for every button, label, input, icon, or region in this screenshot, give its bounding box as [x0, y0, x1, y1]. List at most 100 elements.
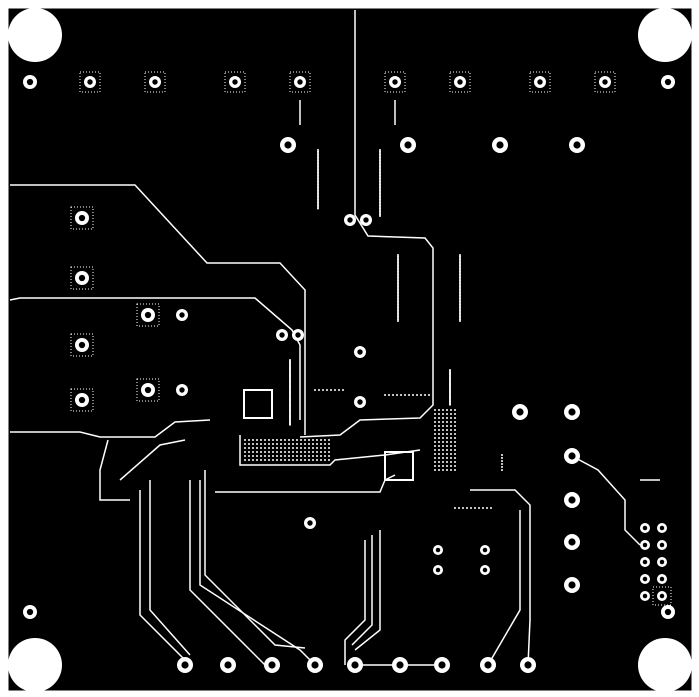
- pad-hole: [537, 79, 543, 85]
- pad-hole: [396, 661, 404, 669]
- via: [450, 421, 452, 423]
- pads: [23, 71, 675, 673]
- via: [264, 439, 266, 441]
- via: [248, 451, 250, 453]
- via: [397, 285, 399, 288]
- via: [454, 469, 456, 471]
- via: [320, 459, 322, 461]
- via: [304, 447, 306, 449]
- via: [379, 198, 381, 201]
- via: [397, 276, 399, 279]
- via: [450, 425, 452, 427]
- via: [317, 164, 319, 166]
- via: [454, 433, 456, 435]
- pad-hole: [144, 311, 152, 319]
- pad-hole: [642, 542, 648, 548]
- via: [466, 507, 468, 509]
- via: [317, 153, 319, 156]
- via: [450, 413, 452, 415]
- via: [397, 305, 399, 307]
- pad-hole: [144, 386, 152, 394]
- via: [268, 447, 270, 449]
- via: [434, 409, 436, 411]
- via: [454, 417, 456, 419]
- via: [324, 451, 326, 453]
- via: [296, 439, 298, 441]
- via: [397, 270, 399, 273]
- via: [397, 254, 399, 256]
- pad-hole: [404, 141, 412, 149]
- via: [442, 421, 444, 423]
- via: [459, 275, 461, 277]
- via: [317, 174, 319, 177]
- via: [379, 204, 381, 207]
- via: [459, 317, 461, 319]
- via: [328, 447, 330, 449]
- via: [462, 507, 464, 509]
- pad-hole: [295, 332, 301, 338]
- via: [449, 403, 451, 406]
- via: [459, 287, 461, 289]
- via: [317, 155, 319, 157]
- via: [288, 443, 290, 445]
- trace: [189, 480, 266, 666]
- via: [379, 165, 381, 168]
- via: [454, 453, 456, 455]
- via: [324, 443, 326, 445]
- via: [397, 275, 399, 277]
- via: [442, 453, 444, 455]
- via: [397, 264, 399, 267]
- via: [292, 443, 294, 445]
- via: [400, 394, 402, 396]
- via: [288, 439, 290, 441]
- via: [442, 441, 444, 443]
- via: [264, 447, 266, 449]
- via: [459, 276, 461, 279]
- via: [434, 429, 436, 431]
- via: [450, 409, 452, 411]
- pad-hole: [482, 567, 488, 573]
- via: [379, 159, 381, 162]
- component-footprint: [384, 451, 414, 481]
- via: [397, 281, 399, 283]
- via: [459, 318, 461, 321]
- via: [501, 454, 503, 456]
- trace: [470, 489, 531, 666]
- via: [459, 297, 461, 300]
- via: [320, 439, 322, 441]
- trace: [351, 535, 373, 646]
- via: [317, 192, 319, 195]
- via: [438, 409, 440, 411]
- via: [244, 447, 246, 449]
- via: [397, 302, 399, 304]
- via: [379, 155, 381, 157]
- via: [397, 293, 399, 295]
- via: [379, 191, 381, 193]
- via: [446, 437, 448, 439]
- via: [501, 460, 503, 462]
- pad-hole: [347, 217, 353, 223]
- via: [244, 451, 246, 453]
- via: [318, 389, 320, 391]
- via: [459, 260, 461, 262]
- via: [459, 266, 461, 268]
- pad-hole: [351, 661, 359, 669]
- via: [434, 457, 436, 459]
- via: [284, 447, 286, 449]
- via: [292, 455, 294, 457]
- via: [304, 459, 306, 461]
- via: [397, 308, 399, 310]
- via: [397, 260, 399, 262]
- pad-hole: [363, 217, 369, 223]
- trace: [204, 470, 306, 649]
- via: [442, 445, 444, 447]
- via: [446, 465, 448, 467]
- via: [256, 455, 258, 457]
- via: [256, 443, 258, 445]
- via: [442, 469, 444, 471]
- via: [317, 177, 319, 180]
- via: [328, 443, 330, 445]
- via: [397, 297, 399, 300]
- via: [459, 296, 461, 298]
- via: [459, 257, 461, 259]
